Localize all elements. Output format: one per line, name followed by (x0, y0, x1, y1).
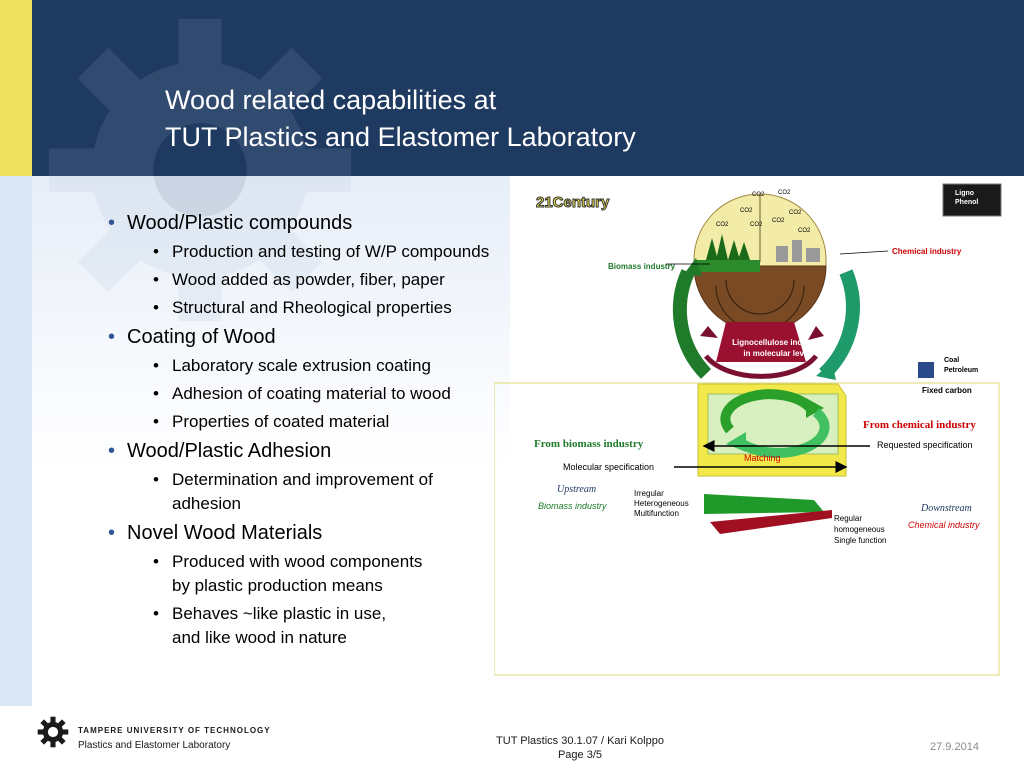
lab-name: Plastics and Elastomer Laboratory (78, 740, 231, 751)
footer-center: TUT Plastics 30.1.07 / Kari Kolppo Page … (470, 734, 690, 762)
upstream-wedge (704, 494, 824, 514)
sub-bullet: Adhesion of coating material to wood (153, 382, 548, 406)
bullet-coating-of-wood: Coating of Wood (108, 324, 548, 350)
irregular-label: Irregular Heterogeneous Multifunction (634, 489, 689, 518)
coal-petroleum-label: Coal Petroleum (944, 357, 979, 374)
sub-bullet: Behaves ~like plastic in use, and like w… (153, 602, 548, 650)
factory-icons (776, 240, 820, 262)
diagram-graphics (494, 176, 1002, 676)
from-biomass-label: From biomass industry (534, 438, 644, 450)
footer-presentation-info: TUT Plastics 30.1.07 / Kari Kolppo (496, 735, 664, 747)
university-name: TAMPERE UNIVERSITY OF TECHNOLOGY (78, 726, 271, 735)
bullet-wood-plastic-adhesion: Wood/Plastic Adhesion (108, 438, 548, 464)
molecular-spec-label: Molecular specification (563, 462, 655, 472)
bullet-wood-plastic-compounds: Wood/Plastic compounds (108, 210, 548, 236)
downstream-sub-label: Chemical industry (908, 520, 980, 530)
lignophenol-logo-icon (942, 183, 1002, 217)
co2-label: CO2 (740, 208, 753, 214)
left-band (0, 176, 32, 706)
page-number: Page 3/5 (557, 749, 603, 761)
chemical-industry-label: Chemical industry (892, 247, 962, 256)
upstream-sub-label: Biomass industry (538, 501, 607, 511)
co2-label: CO2 (789, 210, 802, 216)
lignocellulose-box (716, 322, 806, 362)
accent-stripe (0, 0, 32, 176)
century-label: 21Century (535, 194, 610, 212)
co2-label: CO2 (716, 222, 729, 228)
sub-bullet: Produced with wood components by plastic… (153, 550, 548, 598)
sub-bullet: Production and testing of W/P compounds (153, 240, 548, 264)
header-band (0, 0, 1024, 176)
footer-date: 27.9.2014 (930, 741, 979, 753)
downstream-label: Downstream (921, 503, 972, 514)
bullet-novel-wood-materials: Novel Wood Materials (108, 520, 548, 546)
lignocellulose-label: Lignocellulose industry in molecular lev… (732, 338, 822, 358)
slide-title: Wood related capabilities at TUT Plastic… (165, 82, 636, 156)
co2-label: CO2 (798, 228, 811, 234)
lignocellulose-arc (704, 354, 818, 379)
biomass-industry-label: Biomass industry (608, 262, 676, 271)
sub-bullet: Properties of coated material (153, 410, 548, 434)
downstream-wedge (710, 510, 832, 534)
logo-text: Ligno Phenol (955, 190, 979, 206)
sub-bullet: Determination and improvement of adhesio… (153, 468, 548, 516)
requested-spec-label: Requested specification (877, 440, 973, 450)
bullet-list: Wood/Plastic compounds Production and te… (108, 206, 548, 650)
sub-bullet: Wood added as powder, fiber, paper (153, 268, 548, 292)
co2-label: CO2 (752, 192, 765, 198)
title-line-1: Wood related capabilities at (165, 85, 497, 115)
co2-label: CO2 (772, 218, 785, 224)
tree-icons (706, 234, 750, 260)
university-logo-icon (37, 716, 69, 748)
right-green-arrow (819, 269, 860, 380)
co2-label: CO2 (750, 222, 763, 228)
title-line-2: TUT Plastics and Elastomer Laboratory (165, 122, 636, 152)
from-chemical-label: From chemical industry (863, 419, 976, 431)
upstream-label: Upstream (557, 484, 597, 495)
wood-chemistry-diagram: 21Century Ligno Phenol CO2 CO2 CO2 CO2 C… (494, 176, 1024, 676)
biomass-ground (696, 260, 760, 272)
regular-label: Regular homogeneous Single function (834, 514, 887, 545)
co2-label: CO2 (778, 190, 791, 196)
fixed-carbon-label: Fixed carbon (922, 386, 972, 395)
left-green-arrow (672, 269, 712, 379)
fixed-carbon-swatch (918, 362, 934, 378)
lower-panel-frame (494, 382, 1000, 676)
sub-bullet: Structural and Rheological properties (153, 296, 548, 320)
sub-bullet: Laboratory scale extrusion coating (153, 354, 548, 378)
matching-label: Matching (744, 453, 781, 463)
